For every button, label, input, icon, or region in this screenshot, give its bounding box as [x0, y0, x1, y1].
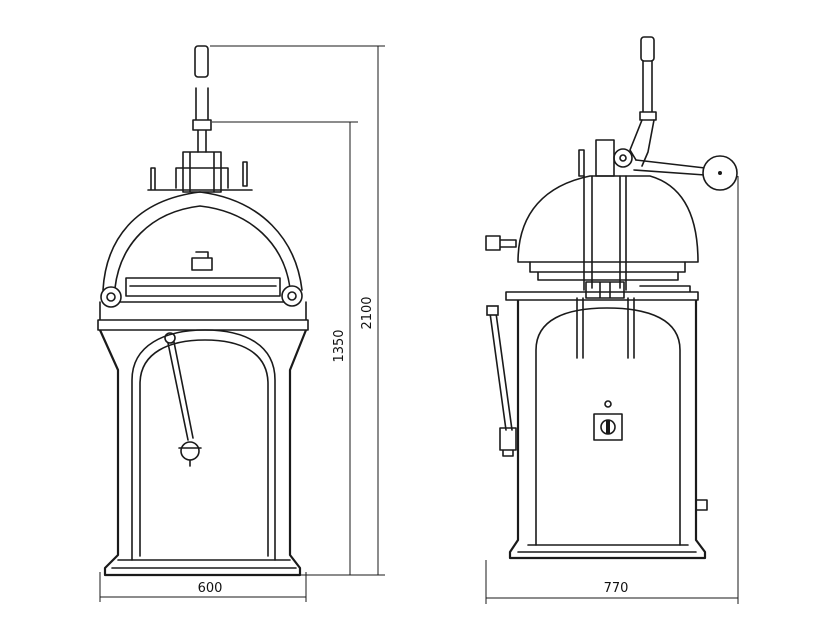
side-table — [505, 285, 699, 301]
side-base — [517, 544, 697, 553]
front-top-posts — [147, 161, 253, 191]
side-dome-ring — [529, 261, 686, 281]
side-switch-indicator — [604, 400, 612, 408]
side-lever-grip — [499, 427, 517, 457]
dim-label-1350: 1350 — [332, 329, 347, 362]
side-pivot-inner — [619, 154, 627, 162]
side-lever-top — [486, 305, 499, 316]
front-hinge-right-inner — [287, 291, 297, 301]
side-body-arch — [535, 307, 681, 546]
front-lever-arm — [167, 341, 194, 441]
front-view — [97, 45, 309, 577]
side-counter-arm — [633, 159, 706, 176]
front-plate — [117, 277, 289, 303]
front-arch-inner — [139, 339, 269, 557]
side-column-lower — [576, 297, 635, 359]
side-column — [583, 175, 627, 291]
side-switch-plate — [593, 413, 623, 441]
side-foot-peg — [695, 499, 708, 511]
front-arch — [131, 329, 276, 561]
side-dome — [517, 175, 699, 263]
front-hinge-left-inner — [106, 292, 116, 302]
dim-label-600: 600 — [198, 581, 223, 596]
front-head-block — [175, 151, 229, 193]
side-counterweight-center — [718, 171, 722, 175]
side-head-block — [578, 139, 615, 177]
front-dome-inner — [114, 205, 291, 289]
side-lever-arm — [489, 312, 513, 431]
front-lever-knob — [180, 441, 200, 461]
front-dome — [102, 191, 303, 291]
front-base — [111, 559, 297, 569]
front-dome-knob — [191, 251, 213, 271]
side-body-outline — [508, 300, 707, 560]
dim-label-2100: 2100 — [360, 296, 375, 329]
front-body-outline — [98, 329, 308, 577]
dim-label-770: 770 — [604, 581, 629, 596]
front-body-top — [97, 301, 309, 331]
front-lever-knob-flange — [178, 447, 202, 467]
side-dome-knob — [485, 235, 517, 251]
side-handle-arm — [629, 119, 655, 167]
side-view — [485, 36, 738, 560]
side-dimensions — [485, 176, 739, 604]
side-handle-tip — [640, 36, 655, 62]
side-pivot — [613, 148, 633, 168]
front-dimensions — [99, 45, 385, 602]
front-lever-rod — [192, 87, 212, 153]
front-lever-pivot — [164, 332, 176, 344]
front-handle-top — [194, 45, 209, 78]
side-handle-rod — [639, 60, 657, 121]
side-switch-handle — [606, 420, 610, 434]
